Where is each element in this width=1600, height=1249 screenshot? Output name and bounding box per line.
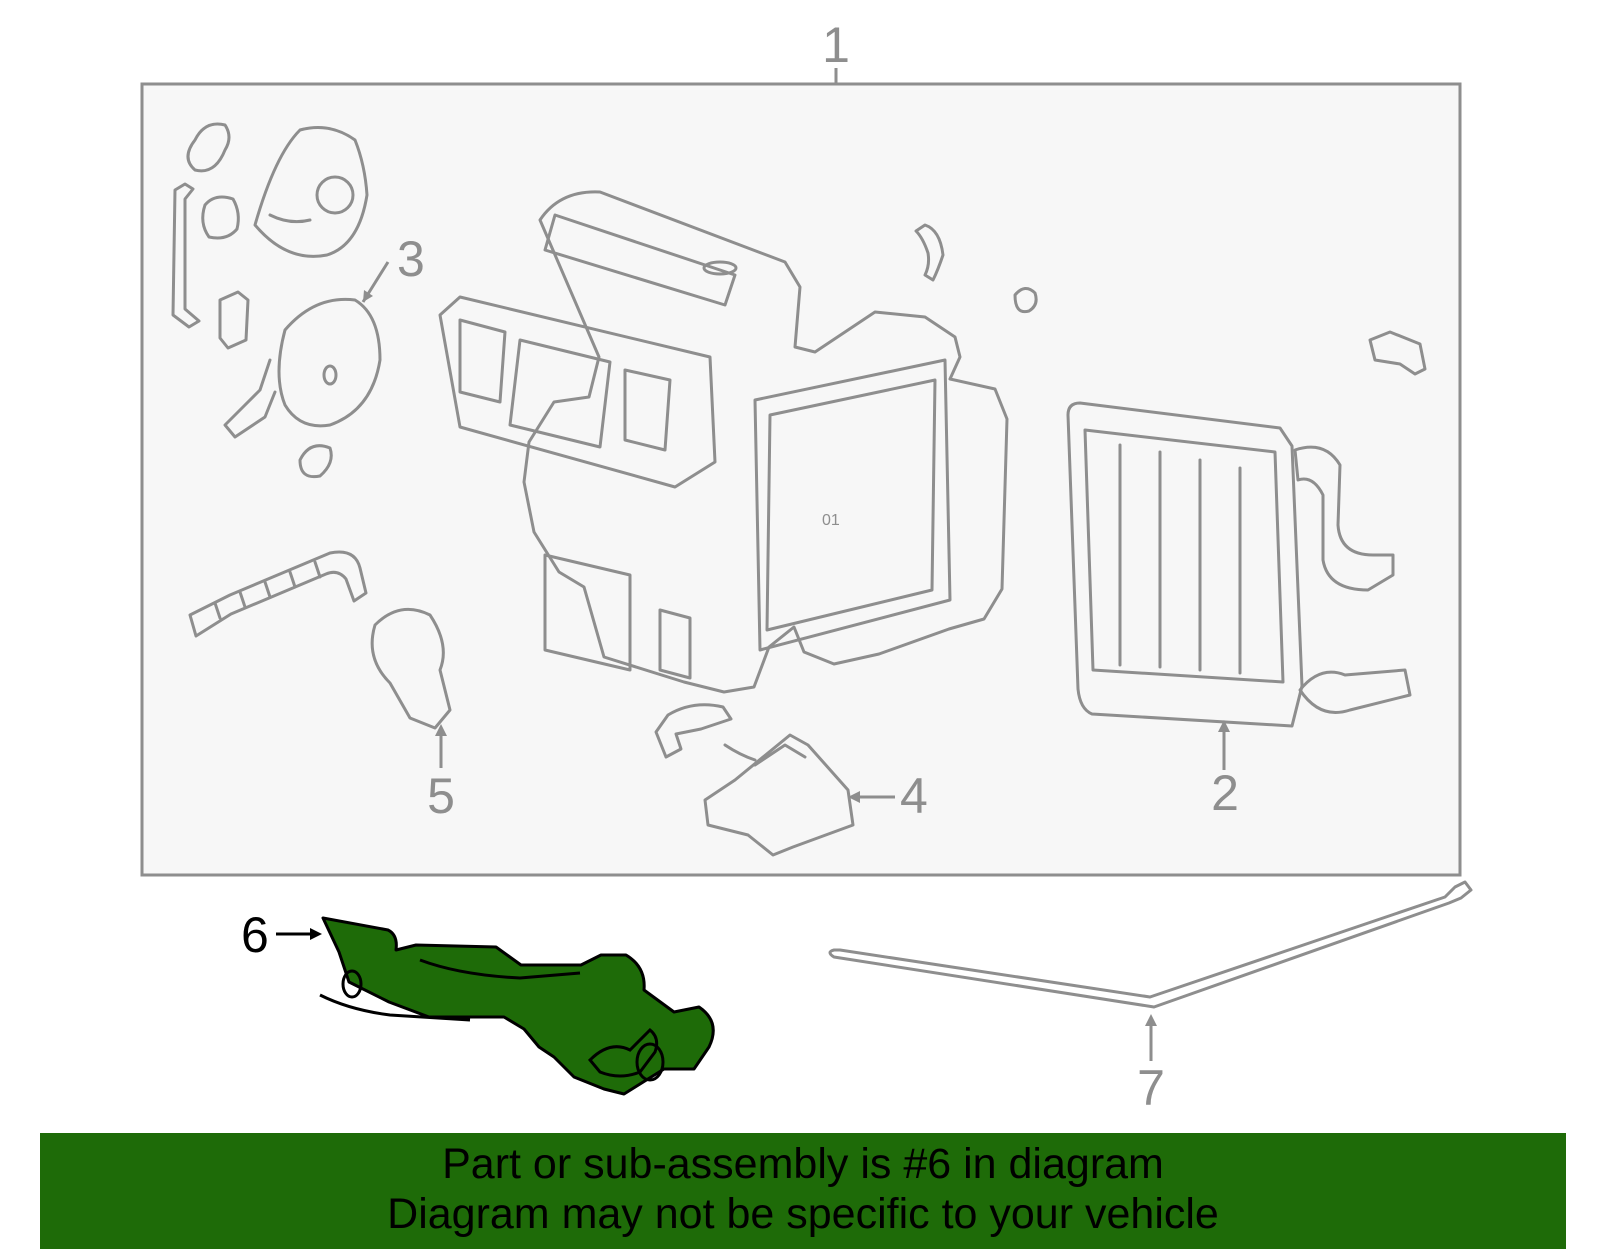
callout-7: 7 [1137, 1060, 1165, 1116]
duct-part-6-icon [319, 916, 715, 1096]
callout-6: 6 [241, 907, 269, 963]
hook-clip-icon [914, 223, 945, 282]
callout-2: 2 [1211, 765, 1239, 821]
actuator-part-4-icon [654, 703, 855, 857]
clip-parts-icon [171, 122, 250, 350]
actuator-part-3-icon [223, 297, 382, 479]
info-banner: Part or sub-assembly is #6 in diagram Di… [40, 1133, 1566, 1249]
sensor-part-5-icon [188, 550, 452, 730]
callout-1: 1 [822, 17, 850, 73]
arrowhead-5 [435, 724, 447, 736]
callout-5: 5 [427, 768, 455, 824]
callout-3: 3 [397, 231, 425, 287]
callout-4: 4 [900, 768, 928, 824]
banner-line-1: Part or sub-assembly is #6 in diagram [442, 1140, 1164, 1188]
arrowhead-6 [310, 928, 322, 940]
heater-case-icon: 01 [438, 190, 1009, 694]
banner-line-2: Diagram may not be specific to your vehi… [387, 1190, 1219, 1238]
arrowhead-4 [848, 791, 860, 803]
case-mark-text: 01 [822, 512, 840, 529]
bracket-clip-icon [1368, 330, 1427, 376]
arrowhead-2 [1218, 720, 1230, 732]
blower-motor-icon [253, 126, 369, 258]
heater-core-part-2-icon [1066, 401, 1412, 728]
arrowhead-3 [363, 290, 373, 302]
ring-clip-icon [1013, 287, 1038, 314]
arrowhead-7 [1145, 1014, 1157, 1026]
cable-part-7-icon [828, 880, 1473, 1009]
